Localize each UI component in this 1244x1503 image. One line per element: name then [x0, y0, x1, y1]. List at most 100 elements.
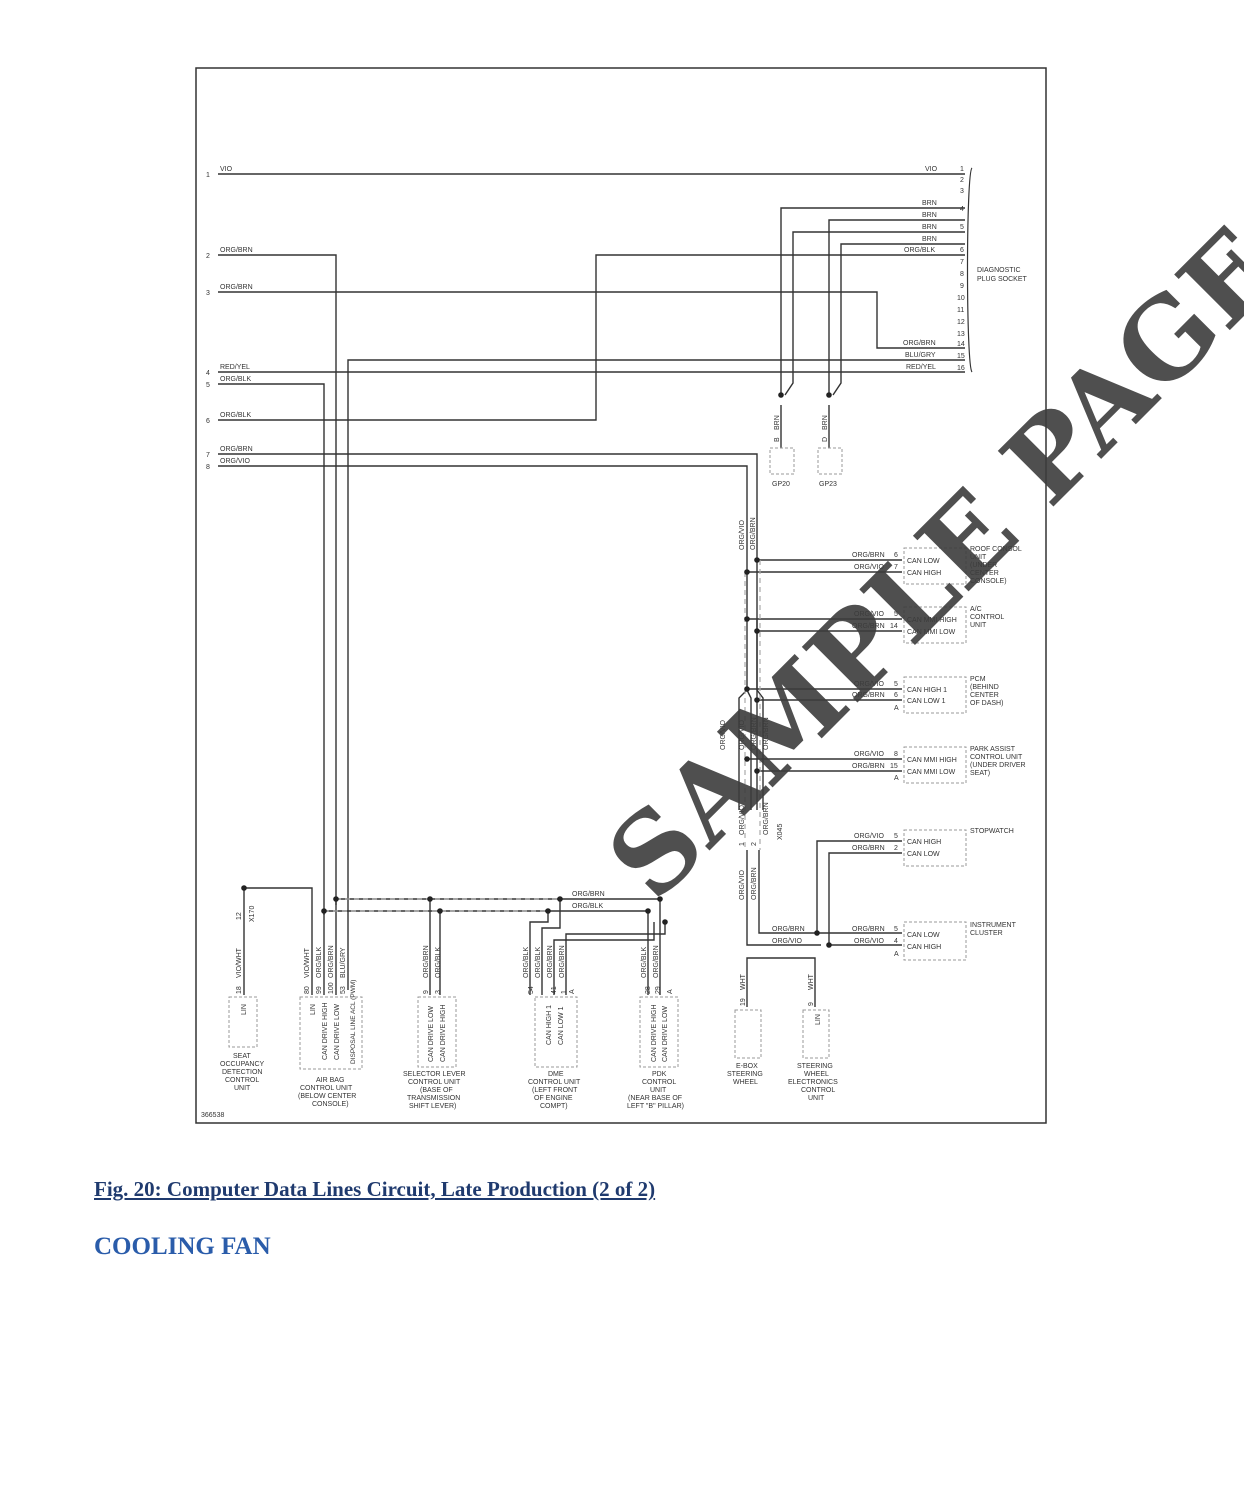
- socket-label: DIAGNOSTIC: [977, 267, 1021, 274]
- right-units: ORG/BRN 6 CAN LOW ORG/VIO 7 CAN HIGH ROO…: [852, 546, 1026, 961]
- bus-label: ORG/VIO: [739, 519, 746, 550]
- bus-label: ORG/BRN: [751, 867, 758, 900]
- pin-num: 3: [435, 990, 442, 994]
- unit-box: [534, 996, 578, 1068]
- socket-pin: 7: [960, 259, 964, 266]
- wire-color: ORG/BRN: [852, 845, 885, 852]
- pin-num: A: [667, 989, 674, 994]
- wire-color: ORG/BRN: [852, 926, 885, 933]
- socket-wire-color: VIO: [925, 166, 938, 173]
- unit-label: (BEHIND: [970, 684, 999, 691]
- unit-box: [417, 996, 457, 1068]
- left-pin-num: 6: [206, 418, 210, 425]
- unit-label: UNIT: [970, 622, 987, 629]
- gp20-label: GP20: [772, 481, 790, 488]
- socket-wire-color: ORG/BRN: [903, 340, 936, 347]
- unit-label: STEERING: [797, 1063, 833, 1070]
- wire-pin5-orgblk: [218, 383, 325, 915]
- unit-box: [903, 921, 967, 961]
- wire-color: ORG/BRN: [423, 945, 430, 978]
- wire-color: ORG/VIO: [854, 833, 885, 840]
- signal: CAN DRIVE HIGH: [440, 1004, 447, 1062]
- wire-wht: [746, 957, 816, 1007]
- pin-num: 28: [645, 986, 652, 994]
- gp20-wire: BRN: [774, 415, 781, 430]
- bus-label: ORG/BRN: [763, 802, 770, 835]
- wire-color: ORG/BRN: [547, 945, 554, 978]
- unit-box: [903, 547, 967, 585]
- x045-label: X045: [777, 824, 784, 840]
- figure-caption: Fig. 20: Computer Data Lines Circuit, La…: [94, 1177, 656, 1201]
- left-pin-color: ORG/BLK: [220, 376, 251, 383]
- signal: DISPOSAL LINE ACL (PWM): [350, 980, 357, 1064]
- wires: [218, 173, 965, 1007]
- signal: CAN HIGH 1: [546, 1005, 553, 1045]
- signal: CAN LOW 1: [558, 1006, 565, 1045]
- unit-label: COMPT): [540, 1103, 568, 1110]
- signal: CAN HIGH: [907, 944, 941, 951]
- socket-pin: 8: [960, 271, 964, 278]
- unit-label: E-BOX: [736, 1063, 758, 1070]
- ground-points: GP20 GP23 BRN BRN B D: [769, 415, 843, 488]
- wire-pin2-orgbrn: [218, 254, 337, 905]
- socket-label: PLUG SOCKET: [977, 276, 1028, 283]
- splice-dots: [241, 392, 832, 948]
- socket-pin: 12: [957, 319, 965, 326]
- diag-socket-pins: 1 2 3 4 5 6 7 8 9 10 11 12 13 14 15 16 D…: [903, 166, 1028, 372]
- unit-box: [903, 746, 967, 784]
- unit-label: UNIT: [970, 554, 987, 561]
- unit-label: OF DASH): [970, 700, 1003, 707]
- signal: CAN DRIVE HIGH: [651, 1004, 658, 1062]
- unit-box: [802, 1009, 830, 1059]
- unit-label: SEAT: [233, 1053, 251, 1060]
- pin-num: 5: [894, 611, 898, 618]
- wire-stopwatch-high: [816, 840, 902, 933]
- gp20-pin: B: [774, 437, 781, 442]
- bus-label: ORG/VIO: [720, 719, 727, 750]
- wire-dme-b: [541, 899, 561, 995]
- left-pin-color: ORG/BLK: [220, 412, 251, 419]
- socket-pin: 9: [960, 283, 964, 290]
- socket-pin: 5: [960, 224, 964, 231]
- wire-color: ORG/BRN: [328, 945, 335, 978]
- unit-label: PDK: [652, 1071, 667, 1078]
- signal: CAN LOW: [907, 558, 940, 565]
- wire-color: ORG/BRN: [852, 692, 885, 699]
- figure-code: 366538: [201, 1112, 224, 1119]
- pin-num: 54: [528, 986, 535, 994]
- bus-label: ORG/VIO: [739, 804, 746, 835]
- socket-pin: 16: [957, 365, 965, 372]
- pin-num: 8: [894, 751, 898, 758]
- signal: CAN DRIVE LOW: [662, 1006, 669, 1062]
- section-heading: COOLING FAN: [94, 1233, 271, 1260]
- unit-label: A/C: [970, 606, 982, 613]
- left-pin-num: 8: [206, 464, 210, 471]
- wire-color: ORG/VIO: [854, 611, 885, 618]
- unit-label: CONTROL: [801, 1087, 835, 1094]
- bus-label: ORG/VIO: [772, 938, 803, 945]
- pin-num: 5: [894, 681, 898, 688]
- left-pin-labels: 1 VIO 2 ORG/BRN 3 ORG/BRN 4 RED/YEL 5 OR…: [206, 166, 253, 471]
- socket-wire-color: ORG/BLK: [904, 247, 935, 254]
- unit-label: (NEAR BASE OF: [628, 1095, 682, 1102]
- bus-labels: ORG/VIO ORG/BRN ORG/VIO ORG/VIO ORG/BRN …: [572, 517, 805, 945]
- socket-pin: 11: [957, 307, 964, 314]
- unit-label: (UNDER: [970, 562, 997, 569]
- wire-color: ORG/BRN: [653, 945, 660, 978]
- unit-label: CONTROL UNIT: [970, 754, 1023, 761]
- signal: LIN: [310, 1004, 317, 1015]
- unit-label: OF ENGINE: [534, 1095, 573, 1102]
- unit-label: (BASE OF: [420, 1087, 453, 1094]
- socket-wire-color: BLU/GRY: [905, 352, 936, 359]
- socket-wire-color: BRN: [922, 200, 937, 207]
- left-pin-num: 4: [206, 370, 210, 377]
- unit-label: (BELOW CENTER: [298, 1093, 356, 1100]
- diag-socket-bracket: [966, 167, 973, 373]
- signal: CAN MMI HIGH: [907, 617, 957, 624]
- socket-pin: 13: [957, 331, 965, 338]
- unit-label: CONTROL UNIT: [408, 1079, 461, 1086]
- signal: CAN MMI LOW: [907, 769, 956, 776]
- diagram-frame: [195, 67, 1047, 1124]
- gp20-box: [769, 447, 795, 475]
- unit-label: ELECTRONICS: [788, 1079, 838, 1086]
